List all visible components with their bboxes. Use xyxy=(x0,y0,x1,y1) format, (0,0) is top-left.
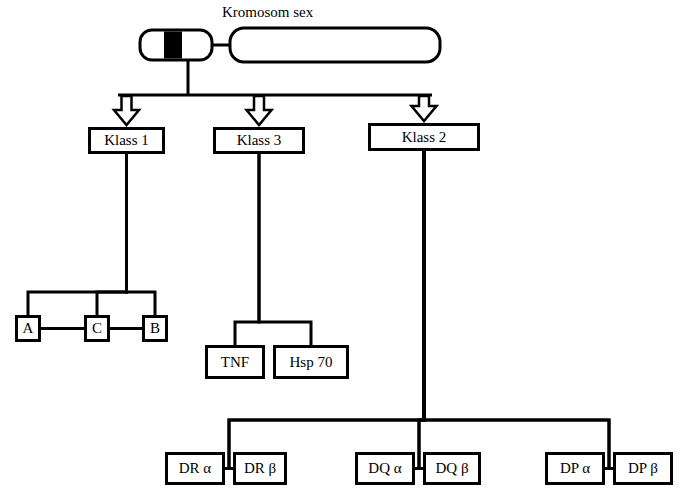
gene-box: DP β xyxy=(613,452,673,485)
box-label: DP β xyxy=(628,460,658,477)
connector-line xyxy=(235,154,259,345)
chromosome-title: Kromosom sex xyxy=(222,4,313,21)
gene-box: Hsp 70 xyxy=(273,345,349,379)
stem-line xyxy=(187,60,190,95)
gene-box: DR β xyxy=(233,452,287,485)
connector-line xyxy=(97,154,127,315)
chromosome-long-arm xyxy=(230,28,440,62)
box-label: A xyxy=(23,320,34,337)
connector-line xyxy=(225,151,424,469)
connector-line xyxy=(28,154,127,315)
chromosome-short-arm xyxy=(140,30,212,60)
hollow-arrow xyxy=(412,96,437,121)
gene-box: C xyxy=(84,315,110,342)
box-label: DP α xyxy=(560,460,590,477)
connector-line xyxy=(225,467,233,470)
gene-box: DP α xyxy=(545,452,605,485)
class-box: Klass 3 xyxy=(213,127,305,154)
box-label: Klass 1 xyxy=(104,132,149,149)
box-label: DR α xyxy=(179,460,211,477)
bus-line xyxy=(118,94,432,97)
gene-box: DQ β xyxy=(423,452,481,485)
hollow-arrow xyxy=(114,96,139,125)
chromosome-band xyxy=(164,32,182,59)
connector-line xyxy=(110,327,142,330)
connector-line xyxy=(605,467,613,470)
connector-line xyxy=(127,154,156,315)
class-box: Klass 1 xyxy=(88,127,165,154)
connector-line xyxy=(259,154,311,345)
gene-box: B xyxy=(142,315,168,342)
box-label: Klass 2 xyxy=(402,129,447,146)
class-box: Klass 2 xyxy=(368,123,480,151)
gene-box: TNF xyxy=(205,345,265,379)
gene-box: DQ α xyxy=(355,452,415,485)
box-label: B xyxy=(150,320,160,337)
box-label: C xyxy=(92,320,102,337)
connector-line xyxy=(424,151,613,469)
connector-line xyxy=(41,327,84,330)
box-label: TNF xyxy=(221,354,249,371)
box-label: DQ β xyxy=(435,460,468,477)
box-label: Klass 3 xyxy=(237,132,282,149)
box-label: DR β xyxy=(244,460,276,477)
gene-box: DR α xyxy=(165,452,225,485)
box-label: Hsp 70 xyxy=(290,354,333,371)
connector-line xyxy=(229,151,424,469)
box-label: DQ α xyxy=(368,460,401,477)
gene-box: A xyxy=(15,315,41,342)
centromere xyxy=(212,44,230,47)
hollow-arrow xyxy=(247,96,272,125)
connector-line xyxy=(415,467,423,470)
